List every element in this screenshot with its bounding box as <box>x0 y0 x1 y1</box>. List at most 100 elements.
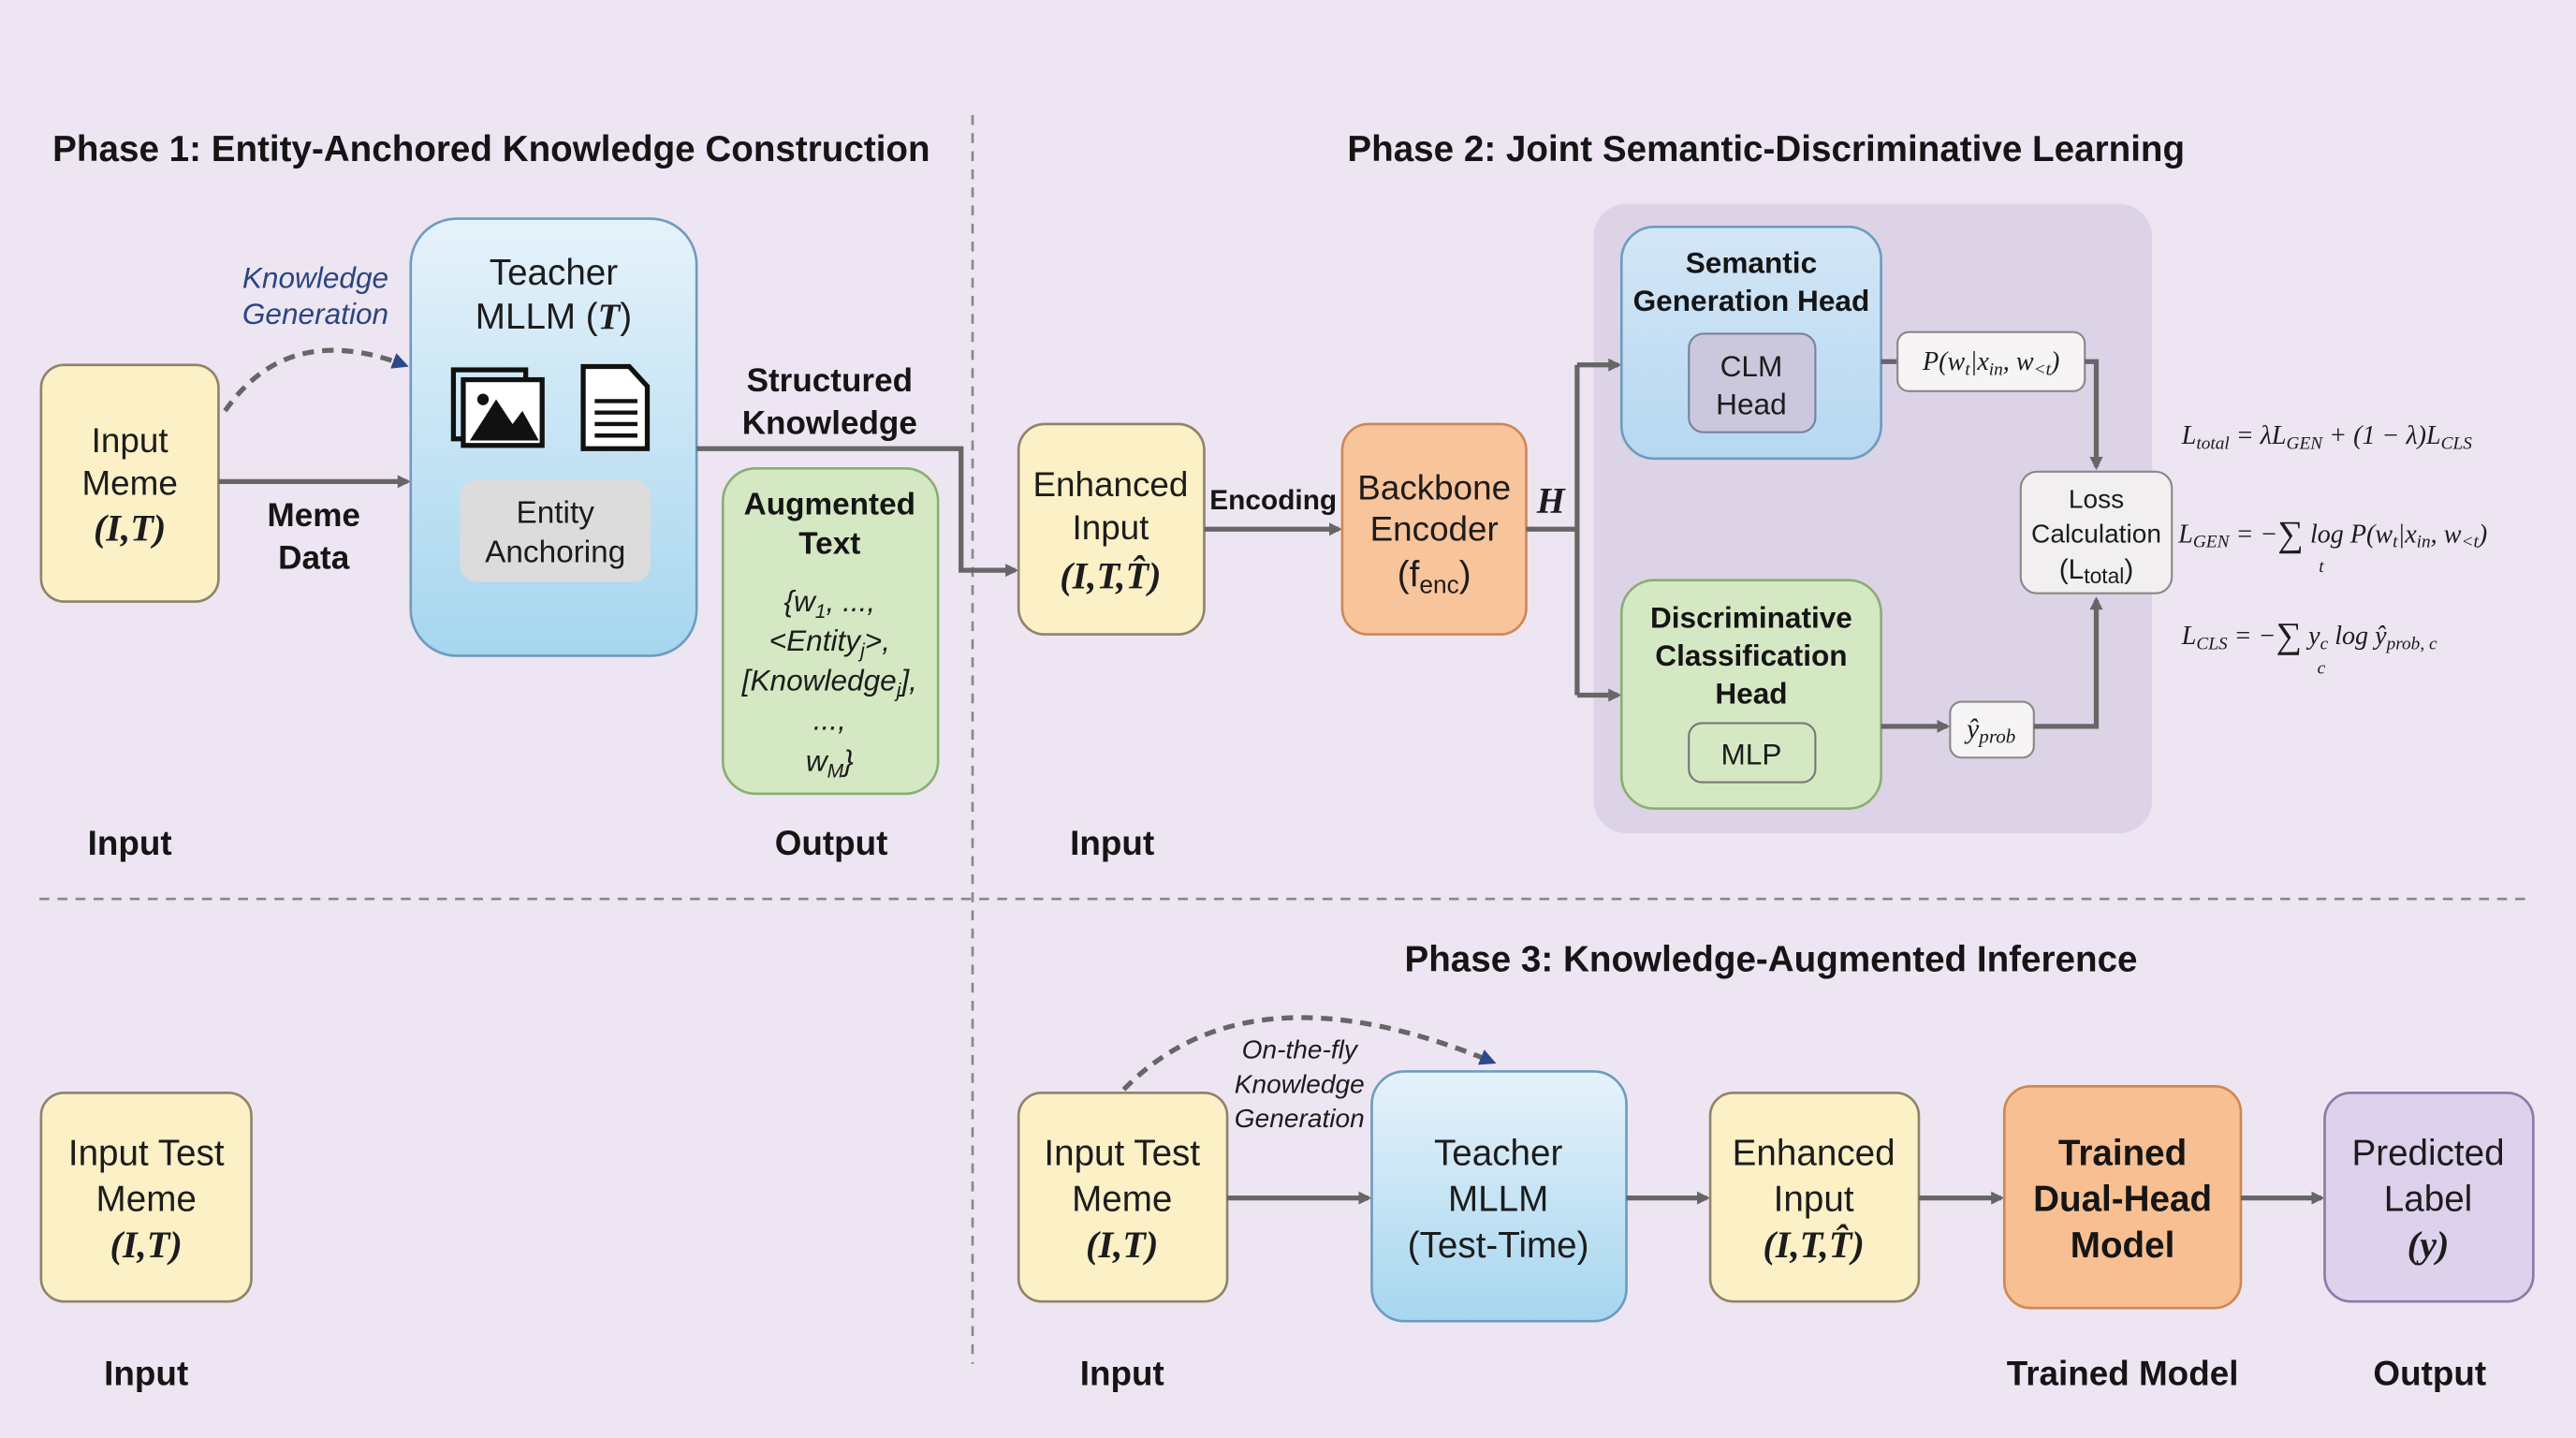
svg-text:Loss: Loss <box>2069 484 2124 513</box>
cls-loss-formula: LCLS = −∑ yc log ŷprob, c <box>2181 617 2437 656</box>
input-meme-box: Input Meme (I,T) <box>39 363 220 603</box>
svg-text:[Knowledgej],: [Knowledgej], <box>741 663 917 701</box>
phase3-input-label: Input <box>1080 1355 1164 1393</box>
loss-calculation-box: Loss Calculation (Ltotal) <box>2019 470 2174 594</box>
svg-text:P(wt|xin, w<t): P(wt|xin, w<t) <box>1922 347 2059 379</box>
svg-text:Entity: Entity <box>517 495 595 530</box>
svg-text:MLLM (T): MLLM (T) <box>476 297 632 337</box>
backbone-encoder-box: Backbone Encoder (fenc) <box>1340 422 1528 636</box>
svg-text:(I,T,T̂): (I,T,T̂) <box>1763 1224 1864 1266</box>
svg-text:Generation: Generation <box>242 297 388 330</box>
svg-text:Input Test: Input Test <box>68 1134 225 1174</box>
enhanced-input-box: Enhanced Input (I,T,T̂) <box>1017 422 1206 636</box>
input-test-meme-box: Input Test Meme (I,T) <box>1017 1091 1229 1303</box>
h-label: H <box>1536 482 1567 521</box>
svg-text:Meme: Meme <box>81 463 177 502</box>
h-branch-line <box>1526 364 1580 696</box>
phase2-title: Phase 2: Joint Semantic-Discriminative L… <box>1347 129 2185 169</box>
svg-text:Encoder: Encoder <box>1370 510 1499 549</box>
svg-text:Augmented: Augmented <box>744 487 915 521</box>
svg-text:Enhanced: Enhanced <box>1032 465 1188 504</box>
structured-knowledge-label: Structured <box>747 362 913 399</box>
svg-text:...,: ..., <box>813 702 846 736</box>
gen-loss-formula: LGEN = −∑ log P(wt|xin, w<t) <box>2177 515 2487 554</box>
phase3-enhanced-input-box: Enhanced Input (I,T,T̂) <box>1708 1091 1921 1303</box>
svg-text:Meme: Meme <box>96 1180 197 1220</box>
knowledge-generation-arrow <box>223 347 409 413</box>
svg-text:(I,T): (I,T) <box>1086 1224 1158 1266</box>
mlp-box <box>1688 722 1817 784</box>
svg-text:(I,T,T̂): (I,T,T̂) <box>1060 554 1161 596</box>
svg-text:MLP: MLP <box>1720 737 1781 770</box>
document-icon <box>580 363 651 451</box>
generation-probability-box: P(wt|xin, w<t) <box>1896 330 2086 392</box>
phase3-title: Phase 3: Knowledge-Augmented Inference <box>1404 939 2137 979</box>
svg-text:Head: Head <box>1716 387 1787 420</box>
svg-text:Backbone: Backbone <box>1357 469 1511 507</box>
total-loss-formula: Ltotal = λLGEN + (1 − λ)LCLS <box>2181 421 2472 453</box>
svg-text:(Test-Time): (Test-Time) <box>1408 1225 1589 1266</box>
phase1-input-label: Input <box>88 824 172 862</box>
discriminative-classification-head: Discriminative Classification Head MLP <box>1619 579 1882 810</box>
phase2-input-label: Input <box>1070 824 1154 862</box>
encoding-label: Encoding <box>1209 485 1337 516</box>
svg-text:Teacher: Teacher <box>490 253 619 293</box>
trained-dual-head-model-box: Trained Dual-Head Model <box>2002 1084 2243 1310</box>
svg-text:(y): (y) <box>2408 1224 2450 1266</box>
left-input-label: Input <box>104 1355 188 1393</box>
svg-text:Discriminative: Discriminative <box>1650 601 1852 635</box>
svg-text:Text: Text <box>798 527 860 562</box>
yprob-to-loss-arrow <box>2033 596 2103 729</box>
svg-text:Model: Model <box>2071 1225 2175 1266</box>
svg-text:Label: Label <box>2384 1180 2472 1220</box>
svg-text:(I,T): (I,T) <box>110 1224 183 1266</box>
svg-text:Semantic: Semantic <box>1686 245 1817 279</box>
svg-text:Generation: Generation <box>1235 1104 1365 1133</box>
semantic-generation-head: Semantic Generation Head CLM Head <box>1619 226 1882 461</box>
svg-text:<Entityj>,: <Entityj>, <box>769 624 890 662</box>
teacher-mllm-box: Teacher MLLM (T) Entity Anchoring <box>409 217 698 657</box>
svg-text:wM}: wM} <box>806 743 854 782</box>
teacher-test-time-box: Teacher MLLM (Test-Time) <box>1370 1070 1628 1323</box>
svg-text:Input Test: Input Test <box>1044 1134 1200 1174</box>
svg-text:Trained: Trained <box>2058 1134 2187 1174</box>
on-the-fly-arrow <box>1121 1015 1497 1092</box>
knowledge-generation-label: Knowledge <box>242 260 388 294</box>
svg-text:Head: Head <box>1715 676 1787 710</box>
svg-text:Data: Data <box>278 539 350 576</box>
svg-text:(I,T): (I,T) <box>94 507 166 550</box>
gen-to-loss-arrow <box>2085 359 2103 471</box>
svg-text:Input: Input <box>1072 508 1149 547</box>
clm-head-box <box>1688 332 1817 433</box>
svg-text:Teacher: Teacher <box>1434 1134 1563 1174</box>
phase1-title: Phase 1: Entity-Anchored Knowledge Const… <box>52 129 929 169</box>
loss-formulas: Ltotal = λLGEN + (1 − λ)LCLS LGEN = −∑ l… <box>2177 421 2487 679</box>
phase3-output-label: Output <box>2373 1355 2486 1393</box>
svg-text:Calculation: Calculation <box>2031 519 2161 548</box>
svg-text:ŷprob: ŷprob <box>1964 713 2015 747</box>
svg-text:Dual-Head: Dual-Head <box>2033 1180 2212 1220</box>
phase1-output-label: Output <box>775 824 888 862</box>
svg-text:Meme: Meme <box>1072 1180 1172 1220</box>
svg-text:CLM: CLM <box>1720 349 1783 383</box>
entity-anchoring-box <box>460 479 651 582</box>
svg-text:Predicted: Predicted <box>2351 1134 2504 1174</box>
yprob-box: ŷprob <box>1949 700 2035 759</box>
svg-text:c: c <box>2318 659 2326 679</box>
svg-text:(fenc): (fenc) <box>1398 555 1471 599</box>
svg-text:t: t <box>2319 557 2324 577</box>
svg-text:Knowledge: Knowledge <box>742 404 917 441</box>
svg-text:{w1, ...,: {w1, ..., <box>783 584 875 623</box>
left-input-test-meme-box: Input Test Meme (I,T) <box>39 1091 253 1303</box>
svg-text:Anchoring: Anchoring <box>485 535 625 569</box>
augmented-text-box: Augmented Text {w1, ..., <Entityj>, [Kno… <box>721 467 940 796</box>
svg-text:Generation Head: Generation Head <box>1633 284 1870 317</box>
svg-text:Knowledge: Knowledge <box>1235 1069 1365 1098</box>
svg-text:(Ltotal): (Ltotal) <box>2059 554 2134 588</box>
svg-text:Enhanced: Enhanced <box>1733 1134 1895 1174</box>
trained-model-label: Trained Model <box>2007 1355 2239 1393</box>
svg-text:MLLM: MLLM <box>1448 1180 1548 1220</box>
structured-knowledge-arrow <box>696 446 1019 578</box>
svg-text:Classification: Classification <box>1655 638 1847 672</box>
predicted-label-box: Predicted Label (y) <box>2323 1091 2535 1303</box>
